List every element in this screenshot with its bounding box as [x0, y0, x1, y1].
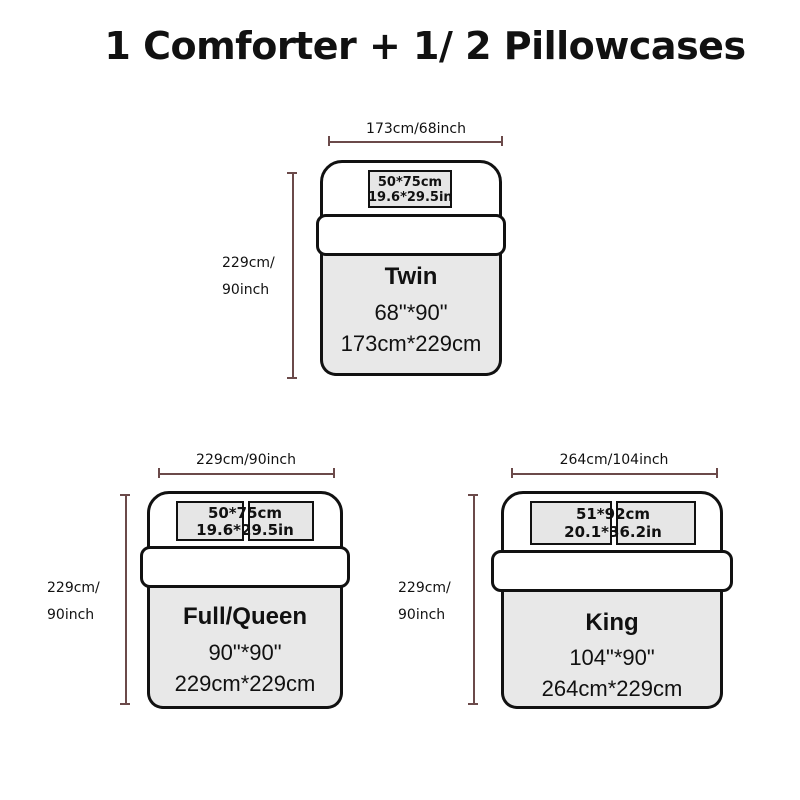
- king-name: King: [585, 609, 639, 636]
- twin-name: Twin: [384, 263, 438, 290]
- king-width-tick-left: [511, 468, 513, 478]
- king-height-label-1: 229cm/: [398, 580, 451, 596]
- twin-width-label: 173cm/68inch: [366, 121, 466, 137]
- king-pillow-left: [530, 501, 612, 545]
- full-queen-width-line: [158, 473, 334, 475]
- twin-height-line: [292, 172, 294, 378]
- page-title: 1 Comforter + 1/ 2 Pillowcases: [104, 24, 746, 68]
- full-queen-height-label-2: 90inch: [47, 607, 95, 623]
- full-queen-size-inches: 90"*90": [208, 640, 282, 665]
- full-queen-width-label: 229cm/90inch: [196, 452, 296, 468]
- full-queen-height-tick-top: [120, 494, 130, 496]
- king-pillow-size-cm: 51*92cm: [575, 505, 651, 523]
- twin-height-tick-top: [287, 172, 297, 174]
- king-pillow-right: [616, 501, 696, 545]
- king-height-tick-bottom: [468, 703, 478, 705]
- king-height-label-2: 90inch: [398, 607, 446, 623]
- full-queen-height-line: [125, 494, 127, 704]
- twin-height-label-2: 90inch: [222, 282, 270, 298]
- twin-height-label-1: 229cm/: [222, 255, 275, 271]
- full-queen-height-label-1: 229cm/: [47, 580, 100, 596]
- full-queen-size-cm: 229cm*229cm: [174, 671, 316, 696]
- full-queen-pillow-size-cm: 50*75cm: [207, 504, 283, 522]
- twin-size-cm: 173cm*229cm: [340, 331, 482, 356]
- twin-pillow: [368, 170, 452, 208]
- twin-pillow-size-cm: 50*75cm: [377, 175, 443, 190]
- king-width-label: 264cm/104inch: [559, 452, 669, 468]
- full-queen-width-tick-left: [158, 468, 160, 478]
- twin-width-tick-left: [328, 136, 330, 146]
- full-queen-name: Full/Queen: [182, 603, 307, 630]
- twin-size-inches: 68"*90": [374, 300, 448, 325]
- king-size-cm: 264cm*229cm: [541, 676, 683, 701]
- full-queen-pillow-right: [248, 501, 314, 541]
- twin-height-tick-bottom: [287, 377, 297, 379]
- full-queen-height-tick-bottom: [120, 703, 130, 705]
- twin-pillow-size-in: 19.6*29.5in: [368, 190, 453, 205]
- twin-comforter-fold: [316, 214, 506, 256]
- king-width-line: [511, 473, 717, 475]
- full-queen-pillow-size-in: 19.6*29.5in: [196, 521, 294, 539]
- full-queen-pillow-left: [176, 501, 244, 541]
- full-queen-comforter: [147, 580, 343, 709]
- twin-width-line: [328, 141, 502, 143]
- king-height-line: [473, 494, 475, 704]
- full-queen-width-tick-right: [333, 468, 335, 478]
- king-height-tick-top: [468, 494, 478, 496]
- king-size-inches: 104"*90": [569, 645, 655, 670]
- king-comforter: [501, 584, 723, 709]
- king-pillow-size-in: 20.1*36.2in: [564, 523, 662, 541]
- king-comforter-fold: [491, 550, 733, 592]
- twin-comforter: [320, 250, 502, 376]
- king-width-tick-right: [716, 468, 718, 478]
- full-queen-comforter-fold: [140, 546, 350, 588]
- twin-width-tick-right: [501, 136, 503, 146]
